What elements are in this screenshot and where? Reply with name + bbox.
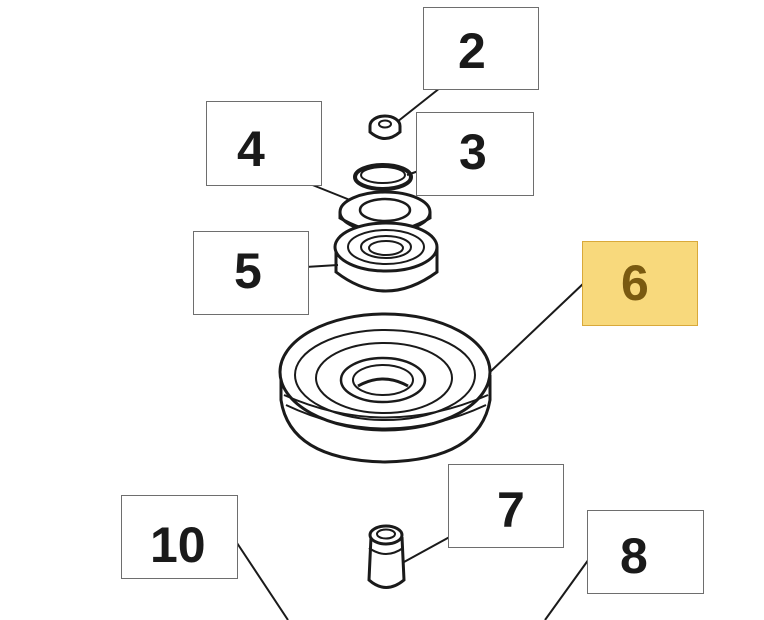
callout-number-6: 6 xyxy=(621,255,649,311)
leader-lines xyxy=(219,83,610,620)
pulley-part xyxy=(278,312,492,464)
leader-line-2 xyxy=(396,83,446,123)
nut-part xyxy=(368,114,402,140)
callout-number-5: 5 xyxy=(234,243,262,299)
washer-ring-part xyxy=(353,163,413,191)
bearing-part xyxy=(333,221,439,293)
callout-box-7: 7 xyxy=(448,464,564,548)
callout-number-4: 4 xyxy=(237,121,265,177)
callout-number-10: 10 xyxy=(150,517,206,573)
leader-line-6b xyxy=(489,281,586,373)
callout-box-10: 10 xyxy=(121,495,238,579)
callout-number-2: 2 xyxy=(458,23,486,79)
callout-number-3: 3 xyxy=(459,124,487,180)
callout-box-4: 4 xyxy=(206,101,322,186)
callout-number-8: 8 xyxy=(620,528,648,584)
spacer-bushing-part xyxy=(367,524,406,589)
callout-number-7: 7 xyxy=(497,482,525,538)
leader-line-8b xyxy=(544,551,595,620)
callout-box-3: 3 xyxy=(416,112,534,196)
callout-box-8: 8 xyxy=(587,510,704,594)
callout-box-2: 2 xyxy=(423,7,539,90)
leader-line-10b xyxy=(236,542,289,620)
callout-box-6: 6 xyxy=(582,241,698,326)
callout-box-5: 5 xyxy=(193,231,309,315)
